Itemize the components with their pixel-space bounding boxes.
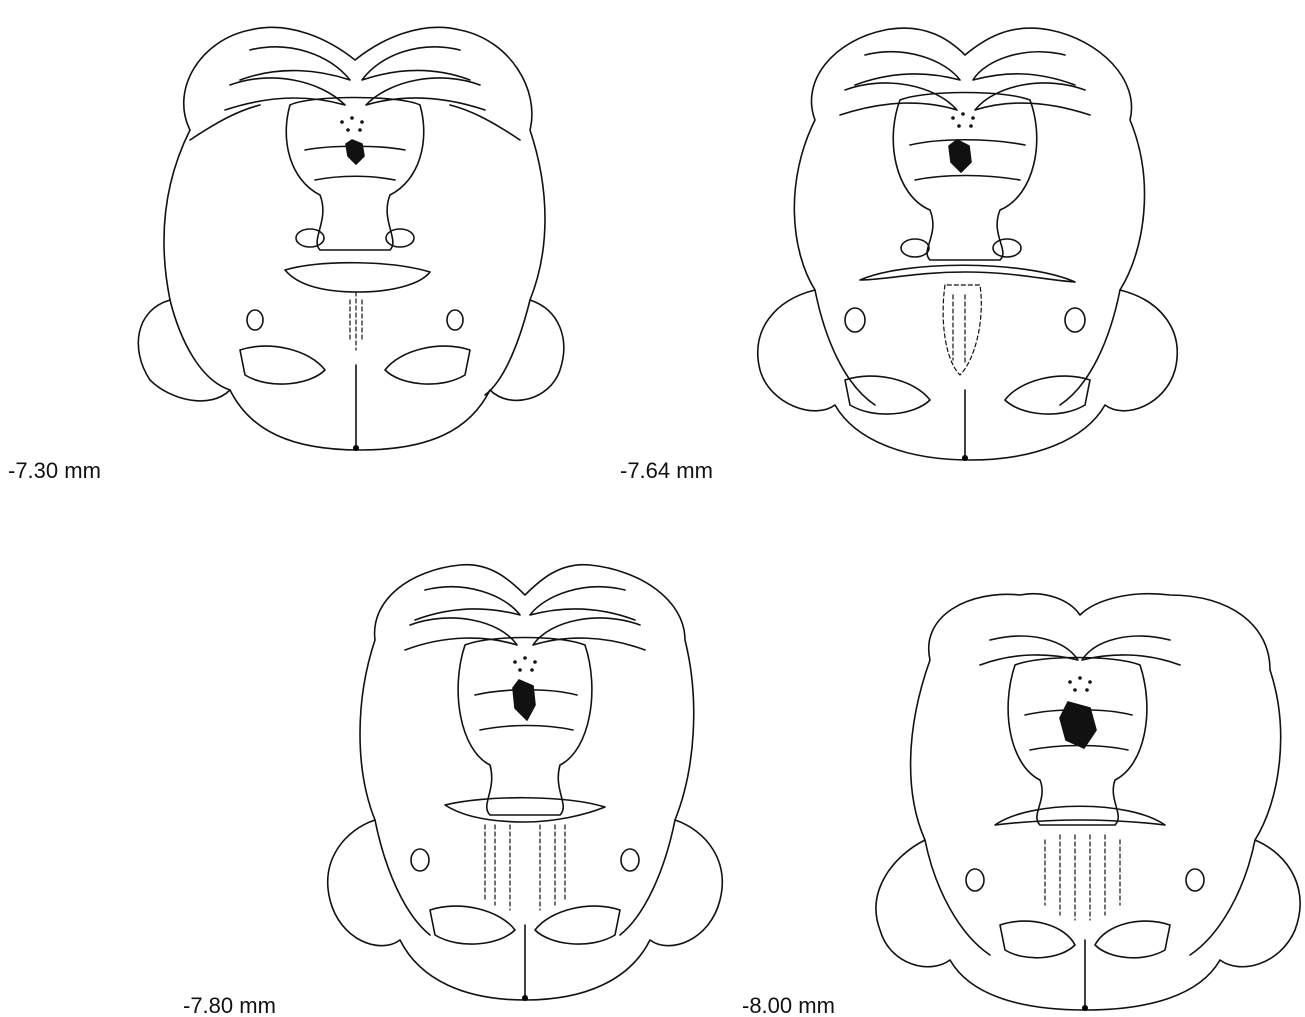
- section-panel-2: [758, 28, 1177, 461]
- lesion-marker: [346, 140, 364, 164]
- section-panel-4: [876, 594, 1300, 1011]
- lesion-marker: [513, 680, 535, 720]
- lesion-marker: [1060, 702, 1096, 748]
- section-panel-1: [138, 27, 563, 451]
- section-label-3: -7.80 mm: [183, 993, 276, 1017]
- section-label-1: -7.30 mm: [8, 458, 101, 483]
- lesion-marker: [949, 140, 971, 172]
- section-panel-3: [328, 565, 722, 1001]
- section-label-4: -8.00 mm: [742, 993, 835, 1017]
- section-label-2: -7.64 mm: [620, 458, 713, 483]
